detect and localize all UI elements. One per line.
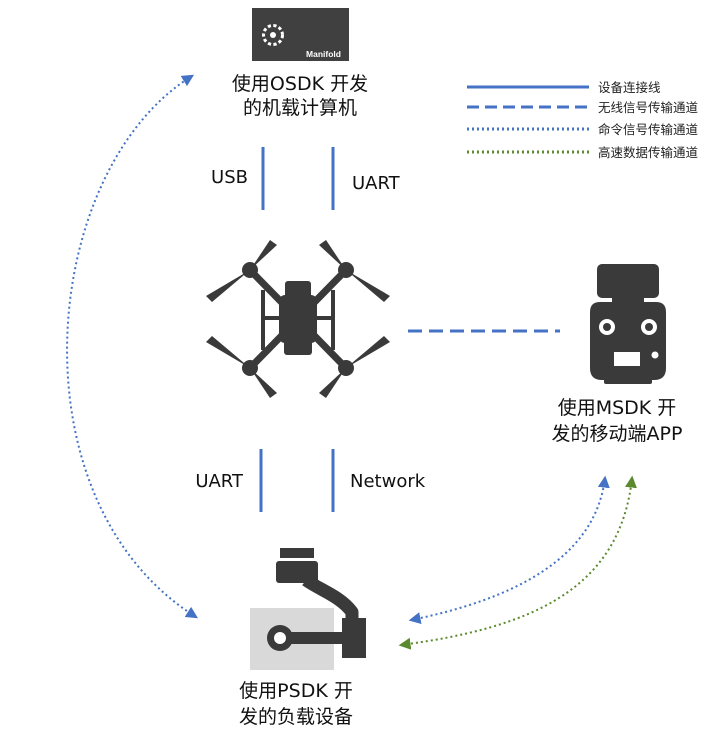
data-channel-payload-app <box>398 475 637 650</box>
command-channel-payload-app <box>408 475 610 624</box>
network-label: Network <box>350 471 426 492</box>
legend: 设备连接线 无线信号传输通道 命令信号传输通道 高速数据传输通道 <box>467 80 699 160</box>
payload-caption-line1: 使用PSDK 开 <box>239 680 353 702</box>
manifold-brand-label: Manifold <box>306 49 341 59</box>
onboard-computer-caption-line2: 的机载计算机 <box>243 97 357 119</box>
legend-label-wireless: 无线信号传输通道 <box>598 100 699 115</box>
manifold-logo <box>262 24 284 46</box>
manifold-computer-icon: Manifold <box>252 8 349 61</box>
mobile-app-caption-line2: 发的移动端APP <box>552 423 683 445</box>
onboard-computer-caption-line1: 使用OSDK 开发 <box>232 73 368 95</box>
legend-label-command: 命令信号传输通道 <box>598 122 699 137</box>
uart-top-label: UART <box>352 173 401 194</box>
uart-bottom-label: UART <box>195 471 244 492</box>
usb-label: USB <box>211 167 248 188</box>
mobile-app-caption-line1: 使用MSDK 开 <box>558 397 677 419</box>
payload-caption-line2: 发的负载设备 <box>239 706 353 728</box>
drone-icon <box>206 240 390 398</box>
command-channel-computer-payload <box>66 74 199 619</box>
legend-label-highspeed-data: 高速数据传输通道 <box>598 145 699 160</box>
gimbal-payload-icon <box>250 548 366 670</box>
remote-controller-icon <box>590 264 666 384</box>
legend-label-device-connection: 设备连接线 <box>598 80 661 95</box>
